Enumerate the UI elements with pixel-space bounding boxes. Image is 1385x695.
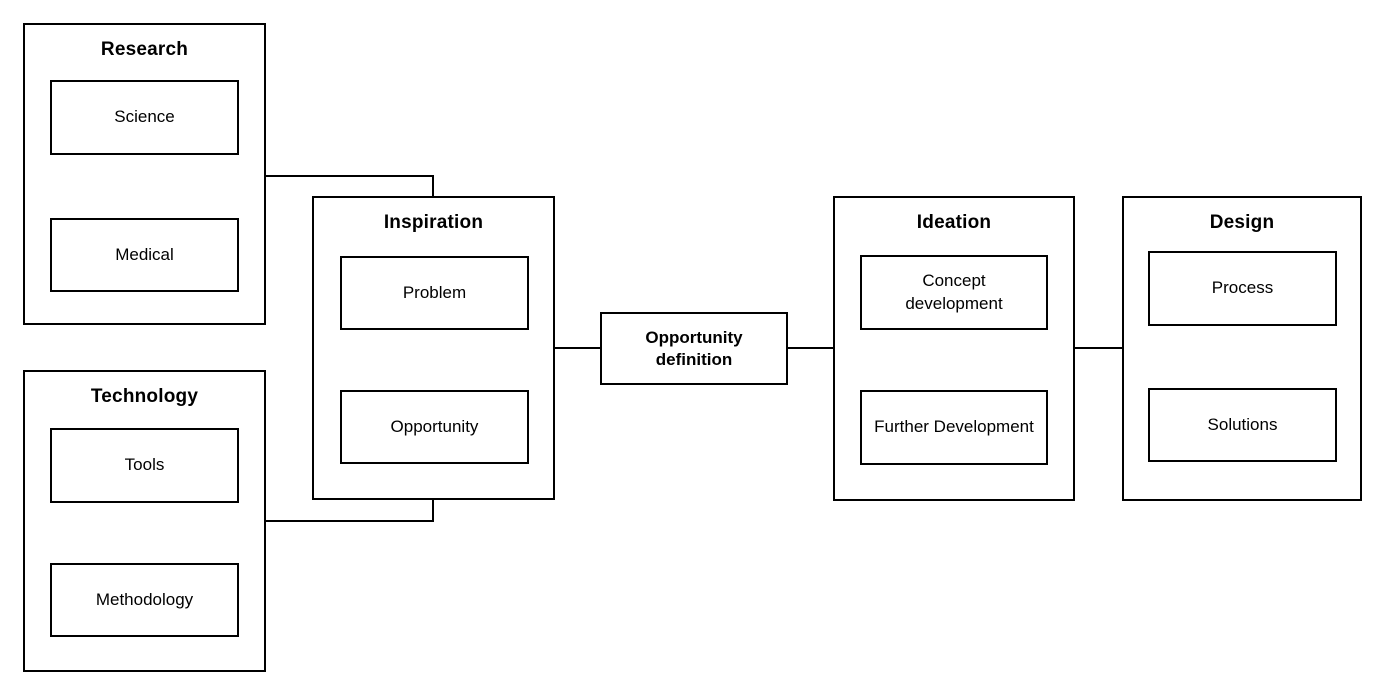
node-problem: Problem xyxy=(340,256,529,330)
group-research: Research Science Medical xyxy=(23,23,266,325)
group-ideation-title: Ideation xyxy=(916,212,992,233)
group-technology-title: Technology xyxy=(90,386,199,407)
connector-technology-to-inspiration-vertical xyxy=(432,499,434,522)
connector-research-to-inspiration-vertical xyxy=(432,175,434,198)
group-ideation: Ideation Concept development Further Dev… xyxy=(833,196,1075,501)
group-inspiration-title: Inspiration xyxy=(383,212,484,233)
group-inspiration: Inspiration Problem Opportunity xyxy=(312,196,555,500)
node-medical: Medical xyxy=(50,218,239,292)
group-research-title: Research xyxy=(100,39,189,60)
node-methodology: Methodology xyxy=(50,563,239,637)
connector-inspiration-to-opportunity-definition xyxy=(555,347,600,349)
connector-research-to-inspiration-horizontal xyxy=(266,175,434,177)
group-technology: Technology Tools Methodology xyxy=(23,370,266,672)
connector-opportunity-definition-to-ideation xyxy=(788,347,833,349)
group-design: Design Process Solutions xyxy=(1122,196,1362,501)
connector-ideation-to-design xyxy=(1075,347,1122,349)
node-opportunity: Opportunity xyxy=(340,390,529,464)
node-process: Process xyxy=(1148,251,1337,326)
node-concept-development: Concept development xyxy=(860,255,1048,330)
node-science: Science xyxy=(50,80,239,155)
node-further-development: Further Development xyxy=(860,390,1048,465)
node-opportunity-definition: Opportunity definition xyxy=(600,312,788,385)
connector-technology-to-inspiration-horizontal xyxy=(266,520,434,522)
node-solutions: Solutions xyxy=(1148,388,1337,462)
group-design-title: Design xyxy=(1209,212,1275,233)
node-tools: Tools xyxy=(50,428,239,503)
